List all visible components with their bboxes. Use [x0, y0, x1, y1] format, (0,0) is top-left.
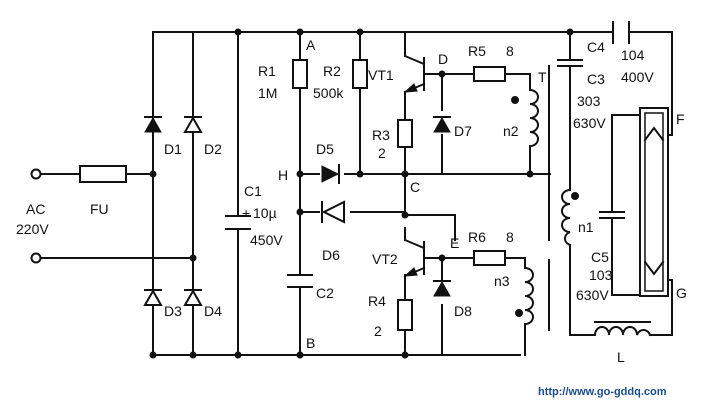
node-g-label: G [676, 285, 687, 301]
winding-n2-symbol [511, 65, 550, 241]
r3-label: R3 [372, 127, 390, 143]
r1-label: R1 [258, 63, 276, 79]
diode-d8-symbol [433, 280, 451, 297]
capacitor-c2-symbol [287, 274, 313, 288]
ac-label: AC [26, 201, 45, 217]
c5-voltage: 630V [576, 287, 609, 303]
junctions [149, 28, 574, 359]
diode-d4-symbol [183, 288, 203, 306]
c3-value: 303 [577, 93, 601, 109]
c4-label: C4 [587, 39, 605, 55]
resistor-r3-symbol [397, 119, 413, 148]
r6-label: R6 [468, 229, 486, 245]
vt2-label: VT2 [372, 251, 398, 267]
transistor-vt2-symbol [403, 238, 431, 278]
r2-label: R2 [323, 63, 341, 79]
transistor-vt1-symbol [403, 54, 431, 94]
node-h-label: H [278, 167, 288, 183]
resistor-r5-symbol [473, 66, 506, 82]
r5-label: R5 [468, 43, 486, 59]
r4-value: 2 [374, 323, 382, 339]
node-b-label: B [306, 335, 315, 351]
fluorescent-tube-symbol [639, 107, 673, 297]
d8-label: D8 [454, 303, 472, 319]
fuse-symbol [79, 165, 127, 183]
c4-voltage: 400V [621, 69, 654, 85]
ac-terminals [30, 168, 42, 264]
watermark-url: http://www.go-gddq.com [538, 386, 667, 398]
n3-label: n3 [494, 273, 510, 289]
c1-plus: + [242, 205, 250, 221]
c4-value: 104 [621, 47, 645, 63]
resistor-r1-symbol [292, 59, 308, 89]
c3-label: C3 [587, 71, 605, 87]
node-d-label: D [438, 51, 448, 67]
capacitor-c4-symbol [612, 21, 630, 44]
c5-label: C5 [591, 249, 609, 265]
r5-value: 8 [506, 43, 514, 59]
labels: AC 220V FU D1 D2 D3 D4 C1 + 10µ 450V R1 … [16, 37, 687, 398]
c5-value: 103 [589, 267, 613, 283]
diode-d7-symbol [433, 116, 451, 133]
r1-value: 1M [258, 85, 277, 101]
r3-value: 2 [378, 145, 386, 161]
inductor-l-label: L [617, 349, 625, 365]
diode-d3-symbol [143, 288, 163, 306]
c2-label: C2 [316, 285, 334, 301]
diode-d1-symbol [144, 116, 162, 133]
node-c-label: C [410, 179, 420, 195]
d5-label: D5 [316, 141, 334, 157]
r6-value: 8 [506, 229, 514, 245]
winding-n3-symbol [515, 259, 550, 331]
bridge-diodes [143, 115, 203, 306]
resistor-r2-symbol [352, 59, 368, 89]
node-a-label: A [306, 37, 316, 53]
capacitor-c5-symbol [599, 211, 625, 219]
node-f-label: F [676, 111, 685, 127]
d1-label: D1 [164, 141, 182, 157]
winding-n1-symbol [561, 188, 579, 247]
resistor-r4-symbol [397, 299, 413, 331]
c3-voltage: 630V [573, 115, 606, 131]
diode-d5-symbol [320, 164, 344, 184]
ac-voltage-label: 220V [16, 221, 49, 237]
capacitor-c3-symbol [557, 59, 583, 67]
n1-label: n1 [578, 219, 594, 235]
c1-label: C1 [244, 183, 262, 199]
inductor-l-symbol [593, 321, 652, 337]
r2-value: 500k [313, 85, 344, 101]
d4-label: D4 [204, 303, 222, 319]
transformer-t-label: T [538, 69, 547, 85]
d6-label: D6 [322, 247, 340, 263]
d7-label: D7 [454, 123, 472, 139]
d2-label: D2 [204, 141, 222, 157]
capacitor-c1-symbol [225, 215, 251, 230]
fuse-label: FU [90, 201, 109, 217]
c1-voltage: 450V [250, 232, 283, 248]
diode-d2-symbol [183, 115, 203, 133]
node-e-label: E [450, 235, 459, 251]
r4-label: R4 [368, 293, 386, 309]
c1-value: 10µ [253, 205, 277, 221]
vt1-label: VT1 [368, 67, 394, 83]
d3-label: D3 [164, 303, 182, 319]
resistor-r6-symbol [473, 250, 506, 266]
diode-d6-symbol [320, 200, 350, 224]
n2-label: n2 [503, 123, 519, 139]
